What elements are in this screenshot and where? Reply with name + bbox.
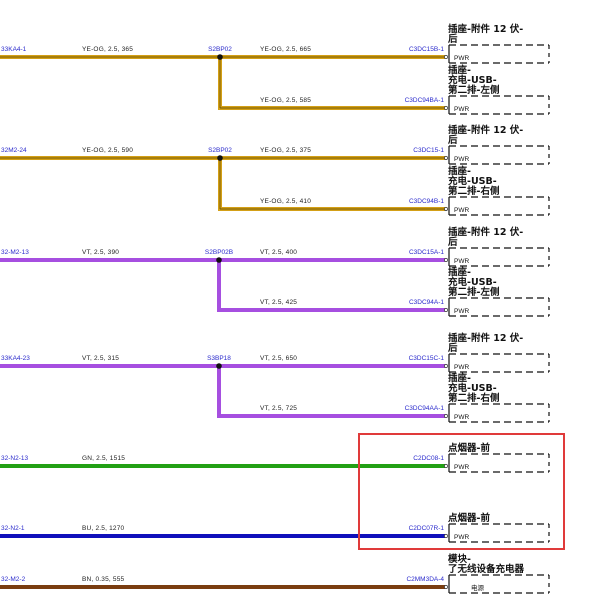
pin-label: PWR: [454, 156, 469, 163]
pin-terminal: [444, 156, 448, 160]
branch-wire-spec-label: VT, 2.5, 725: [260, 405, 297, 412]
pin-terminal: [444, 364, 448, 368]
pin-terminal: [444, 207, 448, 211]
connector-label: C3DC15-1: [413, 147, 444, 154]
connector-label: C2DC08-1: [413, 455, 444, 462]
source-label: 32-N2-1: [1, 525, 25, 532]
source-label: 32M2-24: [1, 147, 27, 154]
wire-spec-label: VT, 2.5, 315: [82, 355, 119, 362]
splice-junction-dot: [217, 155, 223, 161]
pin-terminal: [444, 464, 448, 468]
component-title: 充电-USB-: [448, 175, 497, 187]
splice-label: S2BP02B: [205, 249, 233, 256]
splice-label: S3BP18: [207, 355, 231, 362]
wire-spec-label: YE-OG, 2.5, 590: [82, 147, 133, 154]
source-label: 32-N2-13: [1, 455, 28, 462]
connector-label: C3DC15C-1: [409, 355, 445, 362]
branch-wire-spec-label: VT, 2.5, 650: [260, 355, 297, 362]
pin-terminal: [444, 55, 448, 59]
pin-label: PWR: [454, 534, 469, 541]
wire-spec-label: GN, 2.5, 1515: [82, 455, 125, 462]
connector-label: C3DC94B-1: [409, 198, 444, 205]
branch-wire-spec-label: YE-OG, 2.5, 585: [260, 97, 311, 104]
branch-wire-spec-label: VT, 2.5, 425: [260, 299, 297, 306]
pin-terminal: [444, 258, 448, 262]
splice-junction-dot: [217, 54, 223, 60]
component-title: 第二排-左侧: [448, 84, 499, 96]
component-title: 了无线设备充电器: [448, 563, 525, 575]
splice-label: S2BP02: [208, 46, 232, 53]
component-title: 模块-: [448, 553, 471, 565]
wire-spec-label: VT, 2.5, 390: [82, 249, 119, 256]
component-title: 插座-附件 12 伏-: [448, 124, 523, 136]
pin-terminal: [444, 308, 448, 312]
component-title: 插座-: [448, 64, 471, 76]
connector-label: C2DC07R-1: [409, 525, 445, 532]
component-title: 后: [448, 134, 458, 146]
component-title: 插座-: [448, 372, 471, 384]
component-title: 充电-USB-: [448, 74, 497, 86]
component-title: 点烟器-前: [448, 512, 490, 524]
branch-wire-spec-label: VT, 2.5, 400: [260, 249, 297, 256]
branch-wire-spec-label: YE-OG, 2.5, 410: [260, 198, 311, 205]
pin-label: 电源: [471, 583, 485, 592]
component-title: 后: [448, 33, 458, 45]
connector-label: C3DC94AA-1: [405, 405, 445, 412]
component-title: 插座-: [448, 165, 471, 177]
component-title: 充电-USB-: [448, 382, 497, 394]
splice-junction-dot: [216, 363, 222, 369]
wire-spec-label: BU, 2.5, 1270: [82, 525, 125, 532]
component-title: 后: [448, 236, 458, 248]
highlight-frame: [358, 433, 565, 550]
pin-label: PWR: [454, 414, 469, 421]
source-label: 32-M2-13: [1, 249, 29, 256]
pin-terminal: [444, 414, 448, 418]
connector-label: C3DC15A-1: [409, 249, 444, 256]
pin-label: PWR: [454, 55, 469, 62]
connector-label: C3DC94BA-1: [405, 97, 445, 104]
pin-label: PWR: [454, 106, 469, 113]
component-title: 插座-附件 12 伏-: [448, 23, 523, 35]
pin-label: PWR: [454, 308, 469, 315]
source-label: 33KA4-23: [1, 355, 30, 362]
branch-wire-spec-label: YE-OG, 2.5, 375: [260, 147, 311, 154]
pin-label: PWR: [454, 464, 469, 471]
wire-spec-label: YE-OG, 2.5, 365: [82, 46, 133, 53]
source-label: 33KA4-1: [1, 46, 27, 53]
component-title: 第二排-右侧: [448, 392, 499, 404]
source-label: 32-M2-2: [1, 576, 26, 583]
pin-terminal: [444, 585, 448, 589]
branch-wire-spec-label: YE-OG, 2.5, 665: [260, 46, 311, 53]
connector-label: C2MM3DA-4: [406, 576, 444, 583]
splice-junction-dot: [216, 257, 222, 263]
component-title: 插座-附件 12 伏-: [448, 332, 523, 344]
component-title: 插座-: [448, 266, 471, 278]
pin-label: PWR: [454, 258, 469, 265]
connector-label: C3DC15B-1: [409, 46, 444, 53]
pin-terminal: [444, 106, 448, 110]
pin-label: PWR: [454, 207, 469, 214]
component-title: 后: [448, 342, 458, 354]
wire-spec-label: BN, 0.35, 555: [82, 576, 125, 583]
component-title: 第二排-右侧: [448, 185, 499, 197]
component-title: 点烟器-前: [448, 442, 490, 454]
component-title: 插座-附件 12 伏-: [448, 226, 523, 238]
connector-label: C3DC94A-1: [409, 299, 444, 306]
pin-label: PWR: [454, 364, 469, 371]
component-title: 充电-USB-: [448, 276, 497, 288]
component-title: 第二排-左侧: [448, 286, 499, 298]
splice-label: S2BP02: [208, 147, 232, 154]
pin-terminal: [444, 534, 448, 538]
